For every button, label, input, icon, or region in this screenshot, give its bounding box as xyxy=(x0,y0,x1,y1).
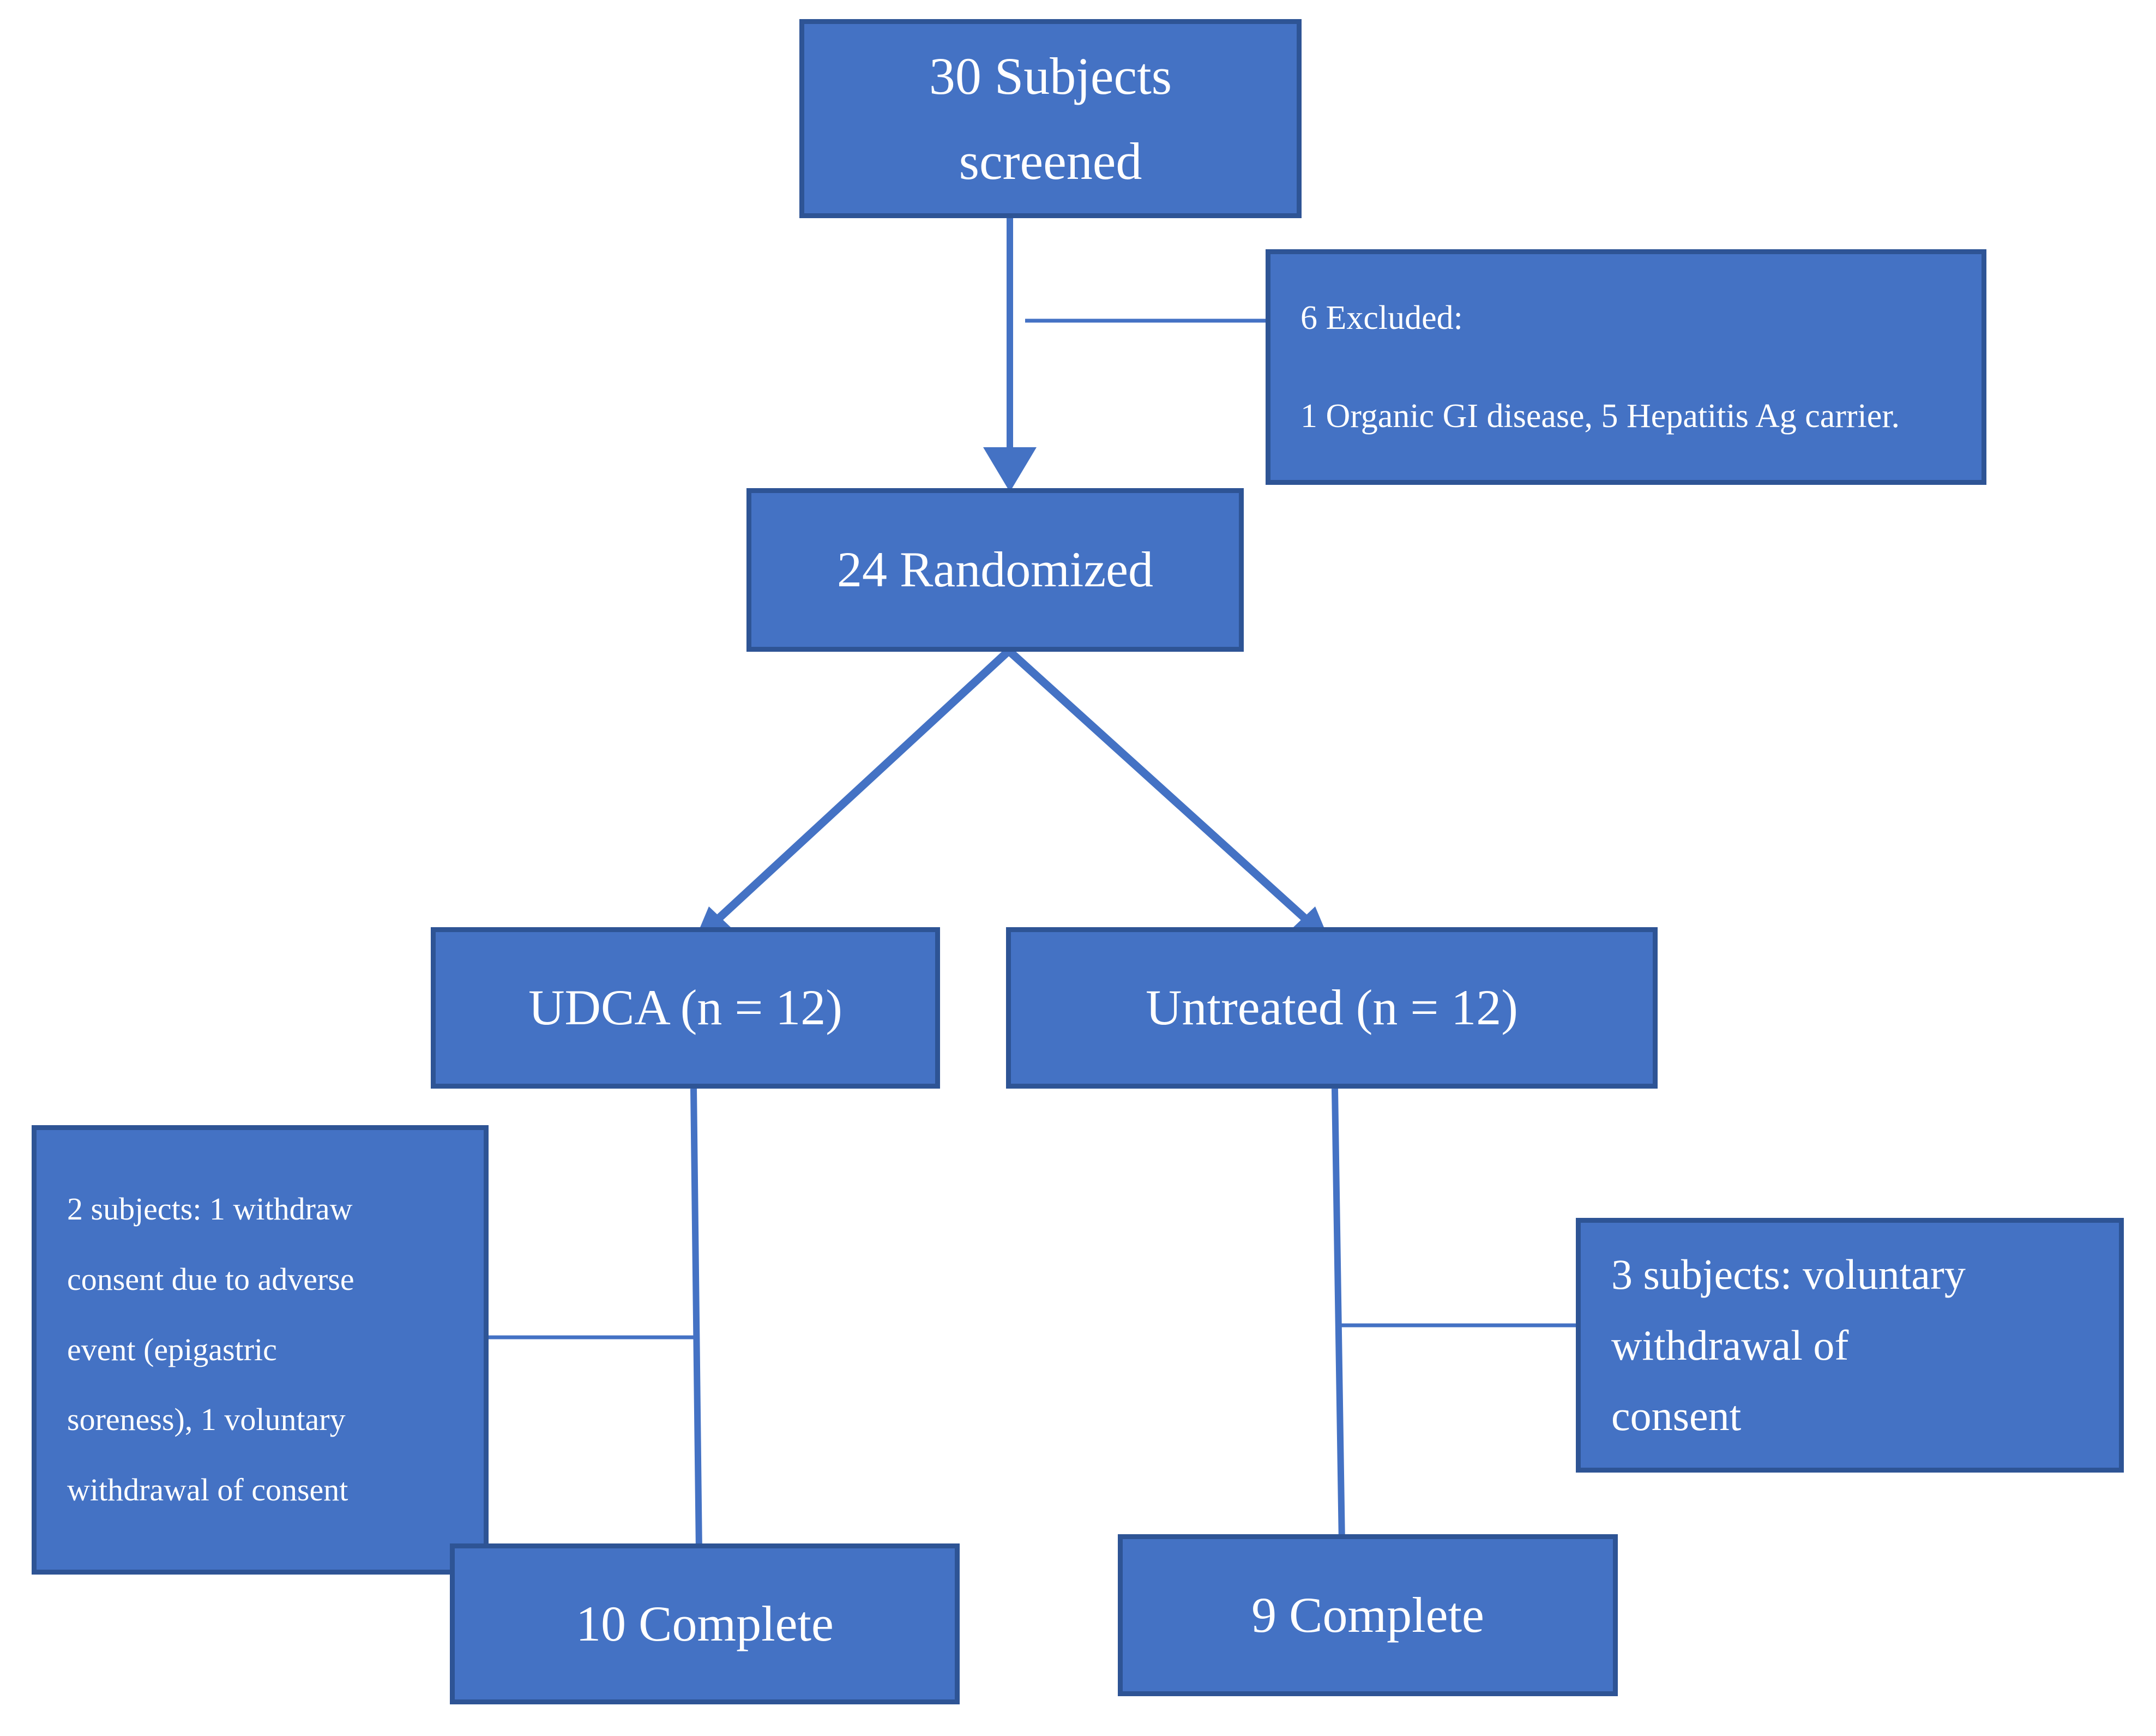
node-udca-withdrawals-line-3: event (epigastric xyxy=(67,1331,277,1367)
node-randomized-line-1: 24 Randomized xyxy=(837,542,1153,598)
node-untreated-withdrawals[interactable]: 3 subjects: voluntary withdrawal of cons… xyxy=(1576,1218,2124,1473)
node-excluded[interactable]: 6 Excluded: 1 Organic GI disease, 5 Hepa… xyxy=(1266,249,1986,485)
node-untreated-complete-line-1: 9 Complete xyxy=(1251,1587,1484,1643)
node-screened-line-1: 30 Subjects xyxy=(929,46,1172,105)
node-udca-line-1: UDCA (n = 12) xyxy=(528,980,842,1036)
node-udca-arm[interactable]: UDCA (n = 12) xyxy=(431,927,940,1089)
edge-randomized-to-udca xyxy=(701,642,1017,935)
arrowhead-screened-to-randomized xyxy=(983,447,1037,492)
node-excluded-line-2: 1 Organic GI disease, 5 Hepatitis Ag car… xyxy=(1300,398,1900,435)
edge-untreated-to-untreated-complete xyxy=(1332,1088,1345,1544)
edge-randomized-to-untreated xyxy=(1000,642,1323,935)
node-udca-withdrawals-line-5: withdrawal of consent xyxy=(67,1472,348,1508)
node-untreated-withdrawals-line-3: consent xyxy=(1611,1392,1742,1440)
node-screened[interactable]: 30 Subjects screened xyxy=(799,19,1302,218)
edge-udca-to-udca-complete xyxy=(690,1088,702,1552)
node-udca-withdrawals-line-2: consent due to adverse xyxy=(67,1261,354,1297)
node-udca-withdrawals[interactable]: 2 subjects: 1 withdraw consent due to ad… xyxy=(32,1125,489,1575)
node-untreated-complete[interactable]: 9 Complete xyxy=(1118,1534,1618,1696)
node-udca-withdrawals-line-4: soreness), 1 voluntary xyxy=(67,1402,346,1438)
node-screened-line-2: screened xyxy=(959,131,1142,190)
node-udca-complete[interactable]: 10 Complete xyxy=(450,1543,960,1704)
node-untreated-withdrawals-line-1: 3 subjects: voluntary xyxy=(1611,1251,1966,1299)
node-randomized[interactable]: 24 Randomized xyxy=(746,488,1244,652)
node-untreated-arm[interactable]: Untreated (n = 12) xyxy=(1006,927,1658,1089)
node-untreated-line-1: Untreated (n = 12) xyxy=(1146,980,1518,1036)
node-udca-withdrawals-line-1: 2 subjects: 1 withdraw xyxy=(67,1191,353,1227)
node-udca-complete-line-1: 10 Complete xyxy=(576,1595,834,1651)
node-untreated-withdrawals-line-2: withdrawal of xyxy=(1611,1321,1849,1369)
node-excluded-line-1: 6 Excluded: xyxy=(1300,299,1463,337)
